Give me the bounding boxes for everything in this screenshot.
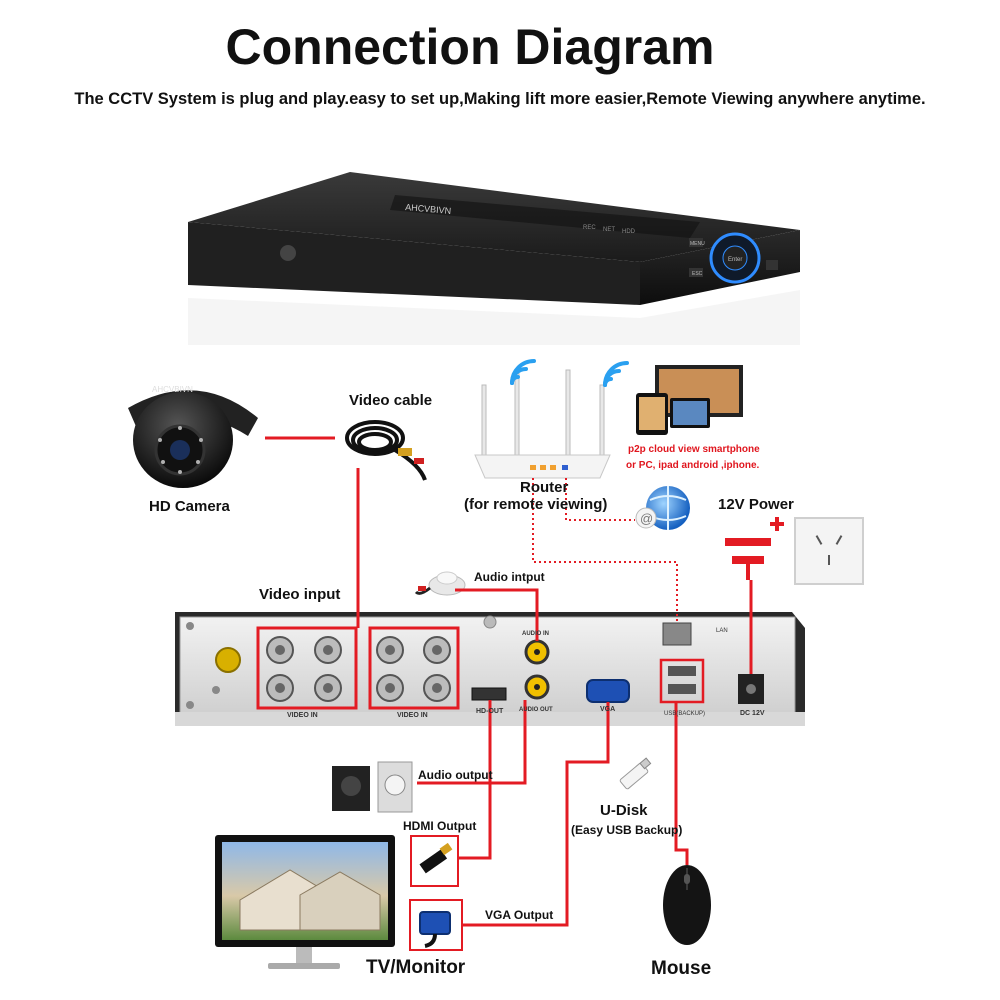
- label-audio-output: Audio output: [418, 768, 493, 782]
- svg-text:@: @: [640, 511, 653, 526]
- hd-camera-icon: [128, 390, 258, 488]
- panel-label-video-in-b: VIDEO IN: [397, 712, 428, 719]
- video-cable-icon: [345, 420, 427, 481]
- wifi-icon-right: [603, 361, 629, 387]
- ground-terminal-icon: [215, 647, 241, 673]
- hdmi-plug-icon: [419, 842, 453, 874]
- mouse-icon: [663, 865, 711, 945]
- page-subtitle: The CCTV System is plug and play.easy to…: [74, 90, 926, 108]
- dc-power-symbol-icon: [725, 517, 784, 580]
- front-label-esc: ESC: [692, 271, 703, 277]
- usb-disk-icon: [619, 757, 652, 790]
- page-title: Connection Diagram: [225, 19, 715, 75]
- label-p2p-line1: p2p cloud view smartphone: [628, 444, 760, 455]
- panel-label-vga: VGA: [600, 706, 615, 713]
- panel-label-video-in-a: VIDEO IN: [287, 712, 318, 719]
- power-socket-icon: [794, 517, 864, 585]
- panel-label-lan: LAN: [716, 628, 728, 634]
- front-label-net: NET: [603, 227, 615, 233]
- label-audio-input: Audio intput: [474, 570, 545, 584]
- speakers-icon: [332, 761, 413, 813]
- label-router-note: (for remote viewing): [464, 496, 608, 513]
- dvr-rear-panel: [175, 612, 805, 726]
- connection-wires: [265, 436, 753, 927]
- panel-label-hd-out: HD-OUT: [476, 708, 504, 715]
- camera-brand: AHCVBIVN: [152, 385, 193, 394]
- p2p-devices-icon: [636, 365, 743, 435]
- label-tv-monitor: TV/Monitor: [366, 957, 466, 978]
- label-video-cable: Video cable: [349, 392, 433, 409]
- front-label-enter: Enter: [728, 257, 742, 263]
- label-power: 12V Power: [718, 496, 794, 513]
- network-dotted-lines: [532, 478, 678, 623]
- label-udisk: U-Disk: [600, 802, 648, 819]
- audio-mic-icon: [414, 571, 466, 596]
- label-mouse: Mouse: [651, 958, 712, 979]
- front-label-menu: MENU: [690, 241, 705, 247]
- router-icon: [474, 369, 611, 479]
- panel-label-audio-out: AUDIO OUT: [519, 707, 553, 713]
- panel-label-usb: USB(BACKUP): [664, 711, 705, 717]
- label-video-input: Video input: [259, 586, 341, 603]
- front-label-rec: REC: [583, 225, 596, 231]
- label-udisk-note: (Easy USB Backup): [571, 823, 683, 837]
- dvr-front-brand: AHCVBIVN: [405, 202, 452, 216]
- dvr-front-unit: [188, 172, 800, 345]
- panel-label-dc: DC 12V: [740, 710, 765, 717]
- front-label-hdd: HDD: [622, 229, 636, 235]
- label-p2p-line2: or PC, ipad android ,iphone.: [626, 460, 760, 471]
- vga-plug-icon: [419, 911, 451, 948]
- label-hd-camera: HD Camera: [149, 498, 230, 515]
- panel-label-audio-in: AUDIO IN: [522, 631, 549, 637]
- label-router: Router: [520, 479, 569, 496]
- tv-monitor-icon: [215, 835, 395, 969]
- wifi-icon-left: [510, 359, 536, 385]
- label-vga-output: VGA Output: [485, 908, 554, 922]
- internet-globe-icon: @: [635, 486, 690, 530]
- label-hdmi-output: HDMI Output: [403, 819, 477, 833]
